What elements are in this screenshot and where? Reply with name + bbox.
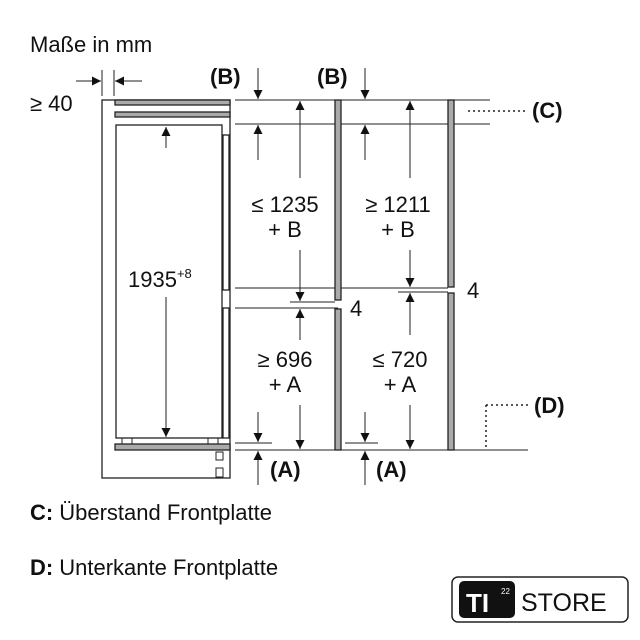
svg-text:TI: TI bbox=[466, 588, 489, 618]
appliance-side-view bbox=[101, 99, 231, 479]
store-logo: TI 22 STORE bbox=[451, 576, 629, 623]
lower-left-add: + A bbox=[269, 372, 302, 397]
gap-label: ≥ 40 bbox=[30, 91, 73, 116]
upper-right-add: + B bbox=[381, 217, 415, 242]
lower-right-add: + A bbox=[384, 372, 417, 397]
dimension-arrows bbox=[253, 68, 415, 485]
gap-right-label: 4 bbox=[467, 278, 479, 303]
dimension-labels: ≤ 1235 + B ≥ 1211 + B ≥ 696 + A ≤ 720 + … bbox=[251, 192, 430, 397]
marker-a1: (A) bbox=[270, 457, 301, 482]
svg-text:D:Unterkante Frontplatte: D:Unterkante Frontplatte bbox=[30, 555, 278, 580]
upper-left-add: + B bbox=[268, 217, 302, 242]
marker-c: (C) bbox=[532, 98, 563, 123]
title: Maße in mm bbox=[30, 32, 152, 57]
gap-dimension bbox=[76, 70, 142, 96]
marker-b1: (B) bbox=[210, 64, 241, 89]
svg-text:STORE: STORE bbox=[521, 589, 607, 617]
svg-text:C:Überstand Frontplatte: C:Überstand Frontplatte bbox=[30, 500, 272, 525]
upper-right-dim: ≥ 1211 bbox=[365, 192, 431, 217]
legend-c: C:Überstand Frontplatte bbox=[30, 500, 272, 525]
height-label: 1935+8 bbox=[128, 266, 192, 292]
upper-left-dim: ≤ 1235 bbox=[251, 192, 318, 217]
niche-lines bbox=[235, 99, 528, 451]
marker-a2: (A) bbox=[376, 457, 407, 482]
marker-b2: (B) bbox=[317, 64, 348, 89]
legend-d: D:Unterkante Frontplatte bbox=[30, 555, 278, 580]
lower-left-dim: ≥ 696 bbox=[258, 347, 313, 372]
marker-d: (D) bbox=[534, 393, 565, 418]
svg-text:22: 22 bbox=[501, 587, 510, 596]
lower-right-dim: ≤ 720 bbox=[373, 347, 428, 372]
gap-left-label: 4 bbox=[350, 296, 362, 321]
